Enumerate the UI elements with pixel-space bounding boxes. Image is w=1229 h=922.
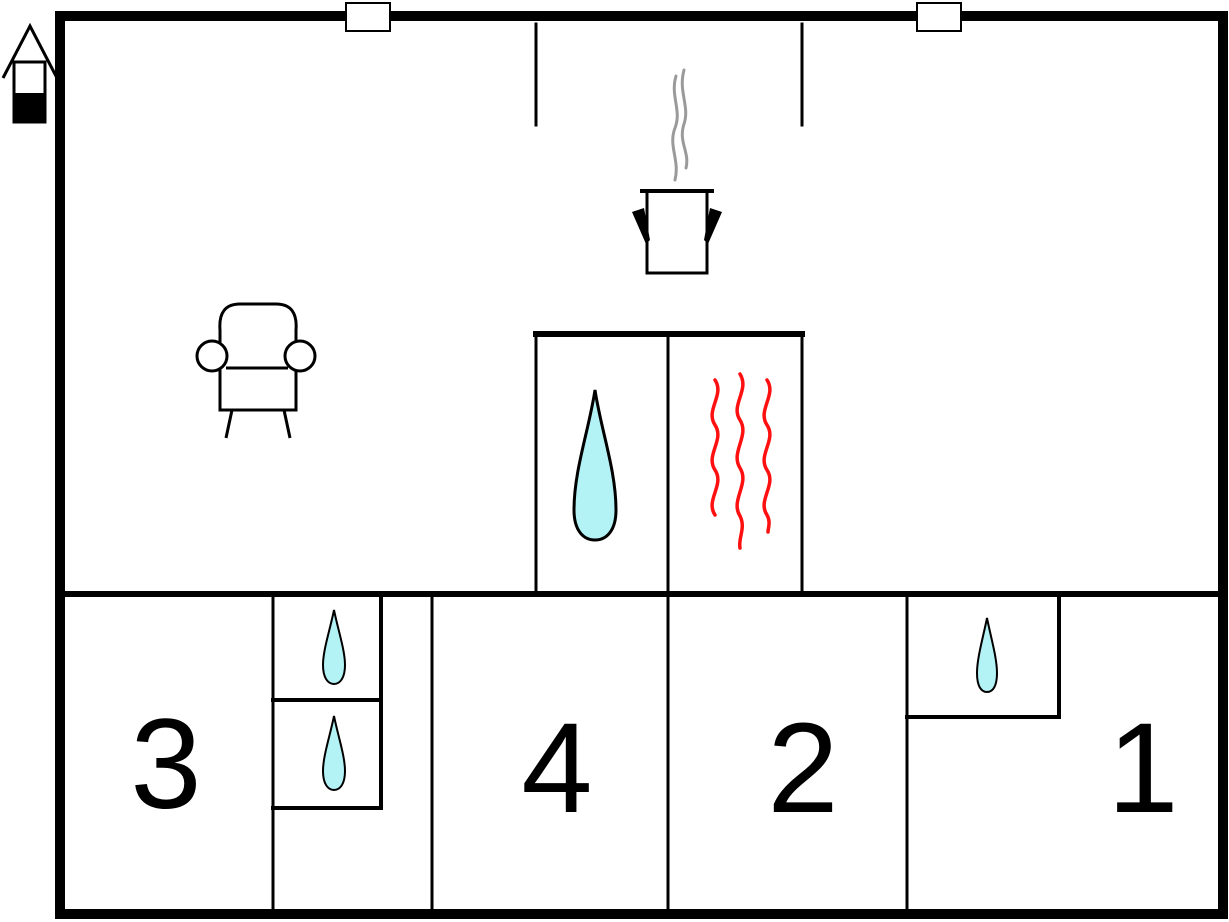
steam-icon — [671, 68, 689, 182]
room-number-1: 1 — [1107, 697, 1178, 840]
window-icon — [916, 2, 962, 32]
room-number-4: 4 — [521, 697, 592, 840]
interior-walls — [57, 22, 1226, 916]
water-drop-icon — [321, 715, 347, 792]
armchair-icon — [195, 302, 317, 439]
room-number-2: 2 — [767, 697, 838, 840]
house-entrance-icon — [1, 22, 59, 124]
cooking-pot-icon — [632, 189, 722, 275]
heating-icon — [710, 372, 772, 550]
window-icon — [345, 2, 391, 32]
water-drop-icon — [572, 389, 618, 542]
outer-walls — [55, 11, 1228, 919]
water-drop-icon — [321, 609, 347, 686]
room-number-3: 3 — [130, 693, 201, 836]
water-drop-icon — [975, 617, 999, 694]
